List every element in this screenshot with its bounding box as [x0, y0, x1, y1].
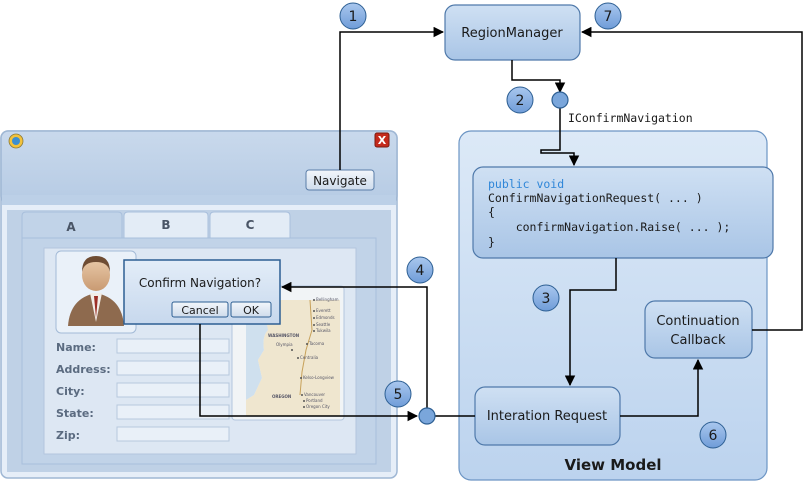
name-input[interactable]: [116, 338, 230, 354]
step-2-number: 2: [516, 93, 525, 109]
avatar: [55, 250, 137, 334]
zip-input[interactable]: [116, 426, 230, 442]
arrow-code-to-interaction-request: [564, 258, 617, 387]
arrow-region-manager-to-interface: [511, 60, 566, 94]
interaction-request-label: Interation Request: [487, 409, 607, 424]
tab-c-label: C: [246, 218, 255, 232]
map-city: Bellingham: [316, 297, 339, 302]
address-input[interactable]: [116, 360, 230, 376]
step-7-badge: 7: [594, 2, 622, 30]
tab-b[interactable]: B: [123, 211, 209, 239]
map-city-markers: Bellingham Everett Edmonds Seattle Tukwi…: [276, 297, 339, 409]
code-body: confirmNavigation.Raise( ... );: [488, 220, 730, 234]
region-manager-box: RegionManager: [444, 4, 581, 61]
tab-a[interactable]: A: [21, 211, 123, 241]
continuation-label-line1: Continuation: [656, 314, 739, 329]
app-logo-icon: [8, 133, 24, 149]
interface-lollipop-icon: [551, 91, 569, 109]
close-icon: X: [378, 134, 387, 147]
arrow-interface-to-code: [540, 108, 580, 167]
map-city: Olympia: [276, 342, 293, 347]
arrow-callback-to-region-manager: [580, 26, 803, 331]
app-window: X Navigate A B C: [0, 130, 398, 479]
dialog-message: Confirm Navigation?: [139, 276, 261, 290]
tab-c[interactable]: C: [209, 211, 291, 239]
code-signature: ConfirmNavigationRequest( ... ): [488, 191, 703, 205]
code-close-brace: }: [488, 235, 495, 249]
step-5-badge: 5: [384, 380, 412, 408]
arrow-event-to-dialog: [280, 281, 428, 408]
ok-button[interactable]: OK: [230, 301, 272, 318]
close-button[interactable]: X: [374, 132, 390, 148]
city-input[interactable]: [116, 382, 230, 398]
map-city: Vancouver: [304, 392, 325, 397]
map-city: Tukwila: [315, 328, 331, 333]
city-label: City:: [56, 385, 85, 398]
connectors: [199, 26, 803, 422]
step-4-number: 4: [416, 263, 425, 279]
step-7-number: 7: [604, 9, 613, 25]
map-city: Everett: [316, 308, 331, 313]
step-6-number: 6: [709, 428, 718, 444]
arrow-navigate-to-region-manager: [339, 26, 445, 170]
tab-b-label: B: [161, 218, 170, 232]
step-3-number: 3: [542, 291, 551, 307]
address-label: Address:: [56, 363, 111, 376]
state-label: State:: [56, 407, 94, 420]
cancel-button-label: Cancel: [181, 304, 218, 317]
step-4-badge: 4: [406, 256, 434, 284]
continuation-callback-box: Continuation Callback: [644, 300, 753, 359]
name-label: Name:: [56, 341, 96, 354]
code-open-brace: {: [488, 205, 495, 219]
step-3-badge: 3: [532, 284, 560, 312]
ok-button-label: OK: [243, 304, 260, 317]
map-city: Seattle: [316, 322, 331, 327]
arrow-interaction-request-to-callback: [620, 358, 704, 417]
code-keywords: public void: [488, 177, 564, 191]
navigate-button-label: Navigate: [313, 174, 367, 188]
step-markers: 1 2 3 4 5 6 7: [339, 2, 727, 449]
zip-label: Zip:: [56, 429, 80, 442]
state-input[interactable]: [116, 404, 230, 420]
step-1-number: 1: [349, 9, 358, 25]
step-2-badge: 2: [506, 86, 534, 114]
map-city: Portland: [306, 398, 323, 403]
arrow-dialog-to-event: [199, 324, 419, 422]
navigate-button[interactable]: Navigate: [305, 169, 375, 191]
continuation-label-line2: Callback: [670, 333, 726, 348]
address-form: Name: Address: City: State: Zip:: [56, 338, 230, 442]
map-city: Centralia: [300, 355, 319, 360]
map-city: Edmonds: [316, 315, 335, 320]
confirm-dialog: Confirm Navigation? Cancel OK: [123, 259, 281, 325]
view-model-label: View Model: [564, 456, 661, 474]
map-city: Kelso-Longview: [303, 375, 335, 380]
tab-a-label: A: [66, 220, 76, 234]
map-region-washington: WASHINGTON: [268, 333, 299, 338]
interaction-request-box: Interation Request: [474, 386, 621, 446]
map-city: Oregon City: [306, 404, 330, 409]
region-manager-label: RegionManager: [461, 26, 563, 41]
map-region-oregon: OREGON: [272, 394, 291, 399]
interface-label: IConfirmNavigation: [568, 111, 693, 125]
step-6-badge: 6: [699, 421, 727, 449]
event-lollipop-icon: [418, 407, 436, 425]
step-1-badge: 1: [339, 2, 367, 30]
map-city: Tacoma: [308, 341, 325, 346]
step-5-number: 5: [394, 387, 403, 403]
cancel-button[interactable]: Cancel: [171, 301, 229, 318]
code-box: public void ConfirmNavigationRequest( ..…: [472, 166, 774, 259]
